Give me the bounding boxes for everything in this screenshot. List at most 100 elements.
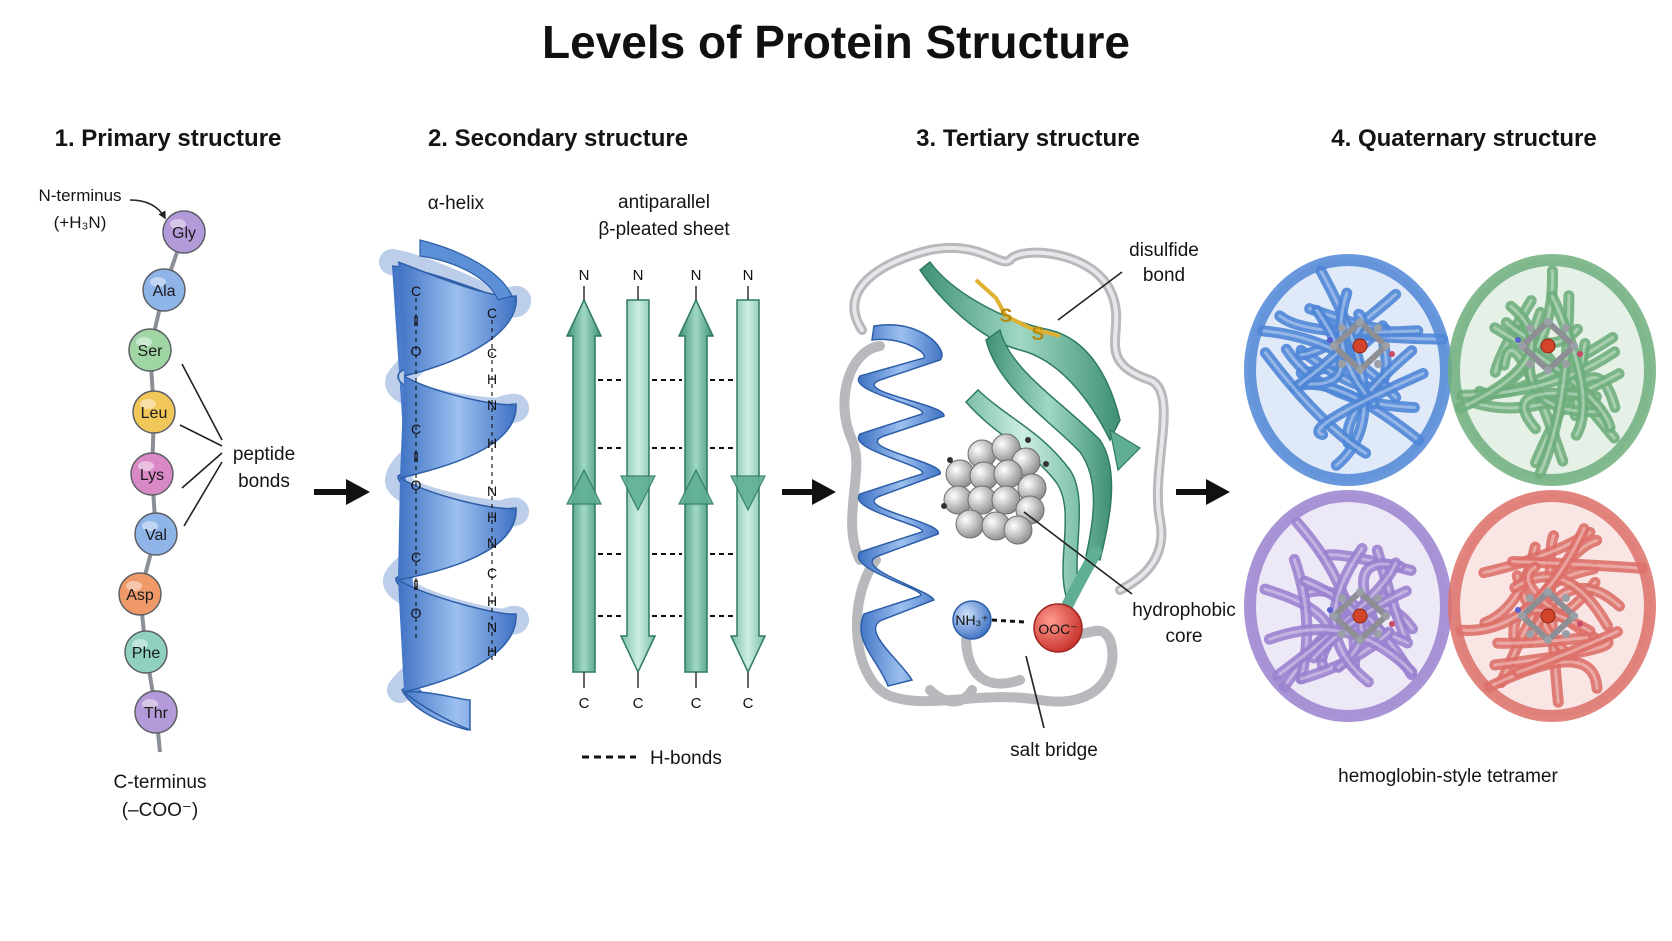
peptide-bonds-label-1: peptide: [233, 444, 295, 465]
subunit-blue: [1244, 254, 1452, 486]
heme-group: [1515, 317, 1583, 375]
backbone-chain: [137, 231, 186, 753]
residue-label: Val: [145, 527, 167, 544]
heme-group: [1327, 317, 1395, 375]
helix-left-atom: ‖: [413, 577, 419, 593]
disulfide-label-1: disulfide: [1129, 240, 1199, 261]
n-terminus-pointer: [129, 199, 166, 220]
peptide-pointer-1: [181, 363, 223, 441]
beta-strand-2: NC: [619, 267, 657, 712]
subunit-purple: [1244, 490, 1452, 722]
hbond-legend: H-bonds: [582, 748, 722, 769]
helix-left-atom: C: [411, 283, 421, 299]
subunit-green: [1448, 254, 1656, 486]
ammonium-group: [952, 600, 992, 640]
residue-leu: Leu: [132, 390, 176, 434]
secondary-structure-panel: α-helix antiparallel β-pleated sheet C‖O…: [379, 192, 767, 769]
alpha-helix-label: α-helix: [428, 193, 485, 214]
helix-right-atom: C: [487, 565, 497, 581]
tertiary-helix: [857, 324, 945, 687]
heading-quaternary: 4. Quaternary structure: [1331, 125, 1596, 152]
core-residue-sphere: [993, 459, 1023, 489]
disulfide-pointer: [1057, 271, 1123, 321]
residue-label: Phe: [132, 645, 161, 662]
c-terminus-label: C-terminus: [114, 772, 207, 793]
heading-primary: 1. Primary structure: [55, 125, 282, 152]
carboxylate-group: [1033, 603, 1083, 653]
n-terminus-formula: (+H₃N): [54, 213, 107, 232]
iron-atom: [1352, 338, 1368, 354]
subunit-red: [1448, 490, 1656, 722]
carboxylate-label: OOC⁻: [1038, 621, 1077, 637]
residue-label: Ser: [138, 343, 164, 360]
iron-atom: [1352, 608, 1368, 624]
salt-bridge-label: salt bridge: [1010, 740, 1098, 761]
helix-right-atom: C: [487, 305, 497, 321]
disulfide-label-2: bond: [1143, 265, 1185, 286]
core-residue-sphere: [955, 509, 985, 539]
helix-left-atom: ‖: [413, 313, 419, 329]
alpha-helix-ribbon: [379, 239, 531, 732]
peptide-pointer-3: [181, 452, 223, 489]
strand-n-label: N: [633, 267, 644, 284]
strand-n-label: N: [743, 267, 754, 284]
residue-lys: Lys: [130, 452, 174, 496]
residue-gly: Gly: [162, 210, 206, 254]
helix-right-atom: N: [487, 535, 497, 551]
hbond-legend-label: H-bonds: [650, 748, 722, 769]
sulfur-atom-2: S: [1032, 324, 1045, 345]
page-title: Levels of Protein Structure: [542, 16, 1130, 68]
hydrophobic-pointer: [1023, 511, 1133, 595]
core-residue-sphere: [1003, 515, 1033, 545]
peptide-pointer-4: [183, 461, 223, 527]
residue-label: Asp: [126, 587, 154, 604]
iron-atom: [1540, 338, 1556, 354]
coil-loop-lower: [851, 555, 1118, 707]
progression-arrow-2: [782, 479, 836, 505]
sulfur-atom-1: S: [1000, 306, 1013, 327]
residue-ser: Ser: [128, 328, 172, 372]
residue-thr: Thr: [134, 690, 178, 734]
beta-strand-4: NC: [729, 267, 767, 712]
residue-label: Thr: [144, 705, 169, 722]
residue-label: Leu: [141, 405, 168, 422]
strand-c-label: C: [691, 695, 702, 712]
residue-ala: Ala: [142, 268, 186, 312]
salt-bridge-pointer: [1025, 655, 1045, 729]
heading-tertiary: 3. Tertiary structure: [916, 125, 1140, 152]
hydrophobic-label-1: hydrophobic: [1132, 600, 1236, 621]
strand-c-label: C: [633, 695, 644, 712]
heme-group: [1515, 587, 1583, 645]
strand-n-label: N: [691, 267, 702, 284]
helix-left-atom: ‖: [413, 449, 419, 465]
heme-group: [1327, 587, 1395, 645]
strand-c-label: C: [743, 695, 754, 712]
helix-left-atom: O: [411, 343, 422, 359]
helix-right-atom: H: [487, 509, 497, 525]
residue-asp: Asp: [118, 572, 162, 616]
residue-phe: Phe: [124, 630, 168, 674]
strand-n-label: N: [579, 267, 590, 284]
helix-atom-labels: C‖OC‖OC‖OCCHNHNHNCHNH: [411, 283, 497, 660]
heading-secondary: 2. Secondary structure: [428, 125, 688, 152]
salt-bridge: NH₃⁺ OOC⁻: [952, 600, 1083, 653]
progression-arrow-3: [1176, 479, 1230, 505]
quaternary-tetramer: [1244, 254, 1656, 722]
peptide-bonds-label-2: bonds: [238, 471, 290, 492]
n-terminus-label: N-terminus: [38, 186, 121, 205]
hydrophobic-core: [941, 433, 1049, 545]
residue-val: Val: [134, 512, 178, 556]
tetramer-caption: hemoglobin-style tetramer: [1338, 766, 1558, 787]
strand-c-label: C: [579, 695, 590, 712]
residue-label: Lys: [140, 467, 164, 484]
progression-arrow-1: [314, 479, 370, 505]
beta-strand-3: NC: [677, 267, 715, 712]
sheet-label-2: β-pleated sheet: [598, 219, 730, 240]
c-terminus-formula: (–COO⁻): [122, 800, 199, 821]
tertiary-structure-panel: S S disulfide bond hydrophobic core NH₃⁺…: [839, 240, 1236, 761]
hydrophobic-label-2: core: [1166, 626, 1203, 647]
